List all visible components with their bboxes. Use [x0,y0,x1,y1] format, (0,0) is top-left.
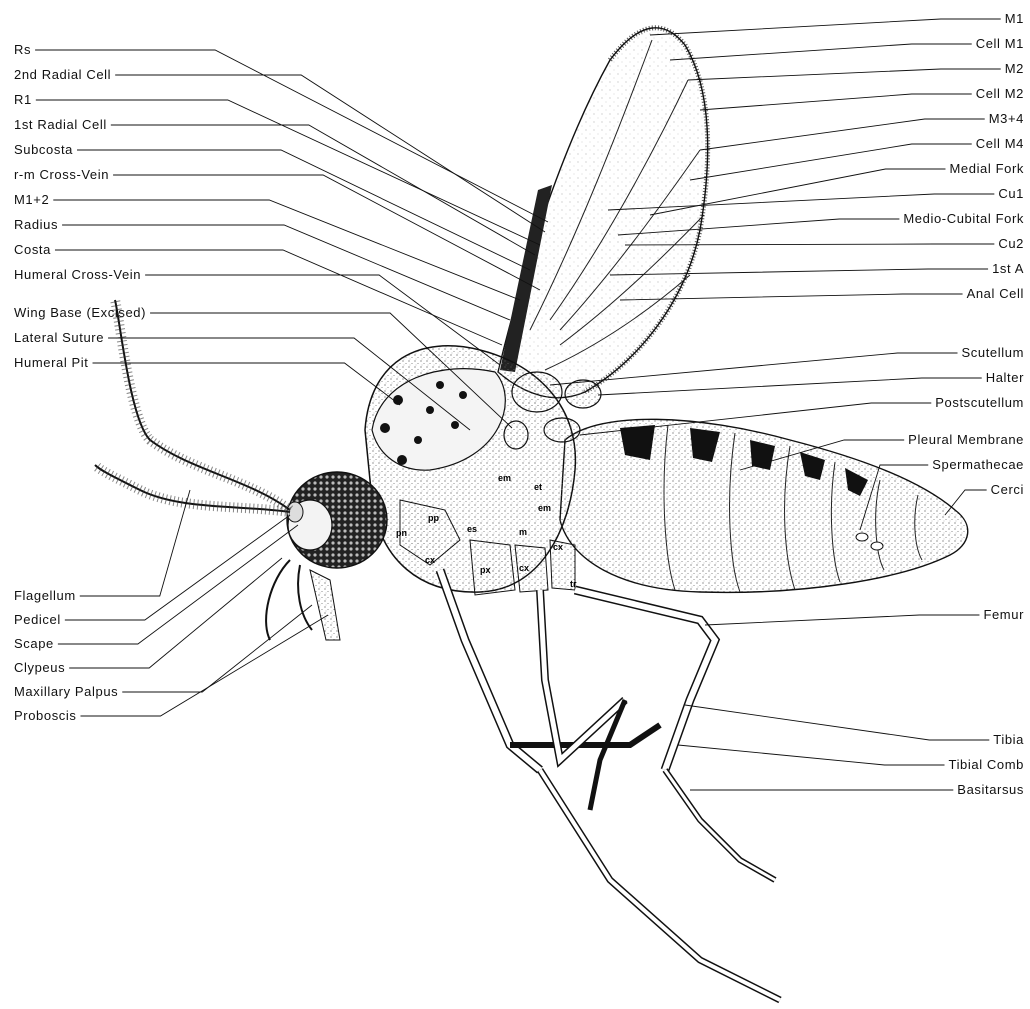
label-right: Spermathecae [932,458,1024,472]
svg-text:em: em [538,503,551,513]
label-right: Pleural Membrane [908,433,1024,447]
label-left: Rs [14,43,31,57]
label-right: Cu2 [998,237,1024,251]
leader-line [80,615,328,716]
head [266,472,387,640]
label-left: Subcosta [14,143,73,157]
leader-line [690,144,972,180]
label-right: M3+4 [989,112,1024,126]
label-left: Pedicel [14,613,61,627]
label-right: Cell M1 [976,37,1024,51]
leader-line [93,363,400,405]
svg-text:em: em [498,473,511,483]
label-right: Tibia [993,733,1024,747]
leader-line [122,605,312,692]
label-left: 2nd Radial Cell [14,68,111,82]
label-left: Humeral Pit [14,356,89,370]
label-right: Postscutellum [935,396,1024,410]
label-left: Wing Base (Excised) [14,306,146,320]
leader-line [65,515,290,620]
antennae [95,300,290,512]
abdomen [560,419,968,592]
legs [440,570,780,1000]
svg-text:es: es [467,524,477,534]
leader-line [685,705,989,740]
leader-line [77,150,530,270]
svg-text:pn: pn [396,528,407,538]
label-left: r-m Cross-Vein [14,168,109,182]
label-left: Clypeus [14,661,65,675]
label-right: Cell M2 [976,87,1024,101]
leader-line [58,525,298,644]
leader-line [35,50,548,222]
leader-line [598,378,982,395]
svg-text:px: px [480,565,491,575]
leader-line [115,75,545,232]
label-right: Scutellum [962,346,1024,360]
leader-line [700,119,985,150]
label-left: Maxillary Palpus [14,685,118,699]
leader-line [678,745,945,765]
label-left: Scape [14,637,54,651]
label-left: Radius [14,218,58,232]
svg-text:pp: pp [428,513,439,523]
label-right: Anal Cell [967,287,1024,301]
label-left: Humeral Cross-Vein [14,268,141,282]
label-left: Proboscis [14,709,76,723]
leader-line [69,558,282,668]
label-left: M1+2 [14,193,49,207]
leader-line [36,100,540,245]
leader-line [670,44,972,60]
label-right: Cell M4 [976,137,1024,151]
svg-text:m: m [519,527,527,537]
leader-line [705,615,979,625]
label-right: Medial Fork [949,162,1024,176]
leader-line [700,94,972,110]
label-left: R1 [14,93,32,107]
leader-line [688,69,1001,80]
label-right: Tibial Comb [949,758,1024,772]
svg-text:cx: cx [425,555,435,565]
label-right: Femur [983,608,1024,622]
label-right: Medio-Cubital Fork [903,212,1024,226]
label-right: Cu1 [998,187,1024,201]
label-left: 1st Radial Cell [14,118,107,132]
label-left: Costa [14,243,51,257]
leader-line [650,19,1001,35]
label-right: M1 [1005,12,1024,26]
label-right: Cerci [991,483,1024,497]
label-left: Flagellum [14,589,76,603]
label-left: Lateral Suture [14,331,104,345]
label-right: Halter [986,371,1024,385]
leader-line [55,250,502,345]
leader-line [113,175,540,290]
svg-text:cx: cx [519,563,529,573]
label-right: Basitarsus [957,783,1024,797]
svg-text:et: et [534,482,542,492]
label-right: 1st A [992,262,1024,276]
svg-text:cx: cx [553,542,563,552]
label-right: M2 [1005,62,1024,76]
